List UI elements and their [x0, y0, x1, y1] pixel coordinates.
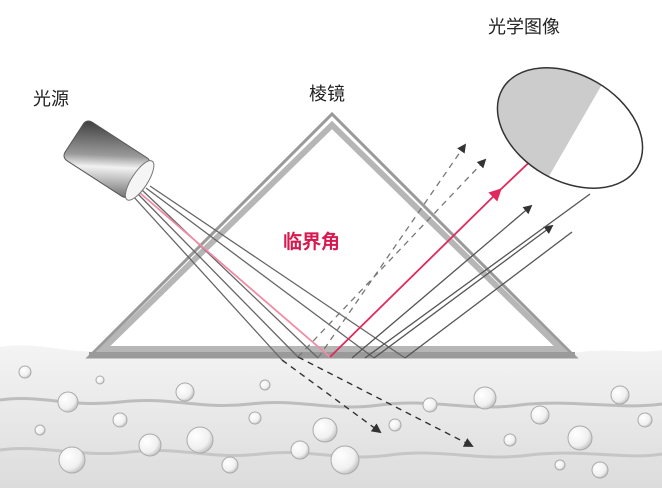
bubble-group — [18, 365, 653, 479]
bubble-icon — [186, 426, 214, 454]
bubble-icon — [221, 456, 239, 474]
reflected-rays — [351, 193, 591, 359]
light-source — [63, 120, 155, 201]
liquid-sample — [0, 345, 662, 488]
incoming-rays — [131, 185, 406, 361]
bubble-icon — [422, 397, 438, 413]
bubble-icon — [95, 375, 105, 385]
bubble-icon — [330, 445, 360, 475]
bubble-icon — [175, 382, 195, 402]
bubble-icon — [610, 385, 630, 405]
bubble-icon — [312, 417, 338, 443]
bubble-icon — [290, 440, 310, 460]
bubble-icon — [388, 418, 402, 432]
critical-angle-label: 临界角 — [283, 231, 341, 253]
bubble-icon — [34, 424, 46, 436]
bubble-icon — [567, 425, 593, 451]
bubble-icon — [138, 433, 162, 457]
refracted-rays — [281, 356, 474, 447]
bubble-icon — [637, 412, 653, 428]
bubble-icon — [248, 411, 262, 425]
bubble-icon — [591, 461, 609, 479]
bubble-icon — [259, 379, 271, 391]
bubble-icon — [473, 386, 497, 410]
bubble-icon — [112, 412, 128, 428]
bubble-icon — [58, 446, 86, 474]
bubble-icon — [554, 459, 566, 471]
bubble-icon — [18, 365, 32, 379]
optical-image-label: 光学图像 — [488, 17, 560, 38]
bubble-icon — [530, 405, 550, 425]
critical-ray-reflected — [329, 188, 502, 358]
optical-image — [475, 43, 662, 213]
critical-ray-incident — [139, 192, 331, 358]
light-source-label: 光源 — [33, 89, 69, 110]
bubble-icon — [503, 433, 517, 447]
prism-label: 棱镜 — [309, 84, 345, 105]
ellipse-screen-icon — [496, 67, 644, 189]
dashed-reflected-rays — [297, 143, 487, 359]
bubble-icon — [57, 391, 79, 413]
